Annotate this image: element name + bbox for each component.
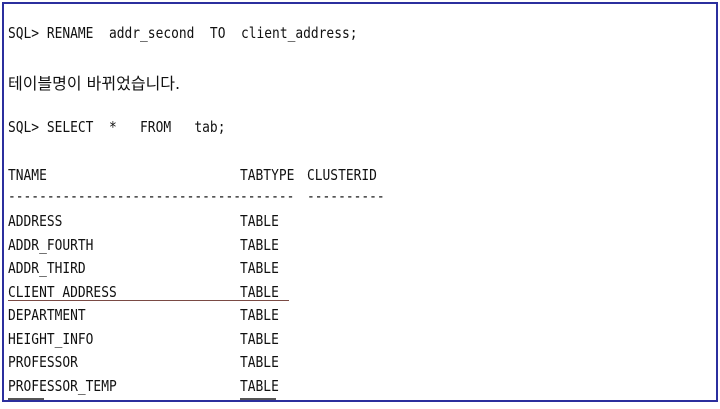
table-row-type: TABLE <box>240 377 279 395</box>
table-row-type: TABLE <box>240 236 279 254</box>
sql-console-window: SQL> RENAME addr_second TO client_addres… <box>2 2 718 402</box>
table-row-type: TABLE <box>240 306 279 324</box>
table-row-type: TABLE <box>240 283 279 301</box>
table-row-type: TABLE <box>240 259 279 277</box>
rename-command-line: SQL> RENAME addr_second TO client_addres… <box>8 24 358 42</box>
table-row-name: DEPARTMENT <box>8 306 86 324</box>
separator-tabtype: ------- <box>240 187 295 205</box>
table-row-name: HEIGHT_INFO <box>8 330 94 348</box>
select-command-line: SQL> SELECT * FROM tab; <box>8 118 226 136</box>
column-header-tname: TNAME <box>8 166 47 184</box>
table-row-name: PROFESSOR_TEMP <box>8 377 117 395</box>
rename-result-message: 테이블명이 바뀌었습니다. <box>8 74 181 93</box>
table-row-type: TABLE <box>240 330 279 348</box>
separator-clusterid: ---------- <box>307 187 385 205</box>
column-header-clusterid: CLUSTERID <box>307 166 377 184</box>
cut-off-row <box>8 398 280 400</box>
separator-tname: ------------------------------ <box>8 187 242 205</box>
table-row-type: TABLE <box>240 212 279 230</box>
table-row-name: PROFESSOR <box>8 353 78 371</box>
table-row-type: TABLE <box>240 353 279 371</box>
table-row-name: ADDRESS <box>8 212 63 230</box>
table-row-name: CLIENT_ADDRESS <box>8 283 117 301</box>
column-header-tabtype: TABTYPE <box>240 166 295 184</box>
highlight-underline <box>8 300 289 301</box>
table-row-name: ADDR_THIRD <box>8 259 86 277</box>
table-row-name: ADDR_FOURTH <box>8 236 94 254</box>
